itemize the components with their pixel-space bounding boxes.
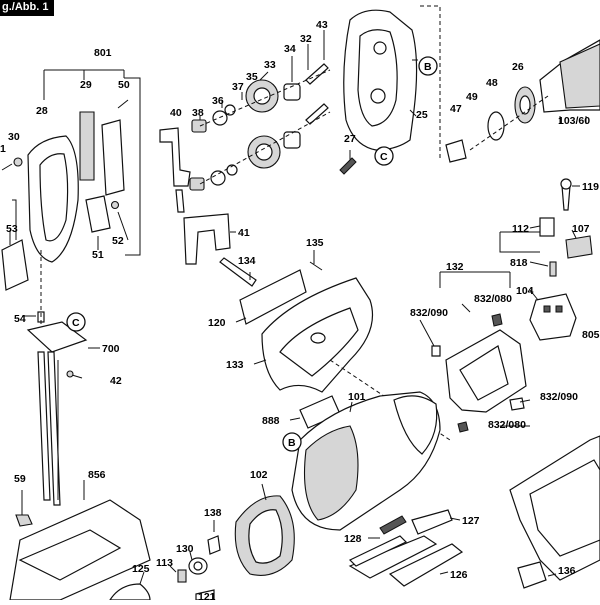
label-128: 128 — [344, 533, 362, 545]
part-number-labels: 801 29 50 28 30 1 53 52 51 54 700 42 59 … — [0, 19, 600, 603]
callout-letter-c-left: C — [72, 317, 80, 329]
label-35: 35 — [246, 71, 258, 83]
label-101: 101 — [348, 391, 366, 403]
label-51: 51 — [92, 249, 104, 261]
label-113: 113 — [156, 557, 173, 569]
gear-housing — [343, 5, 441, 160]
callout-circle-c-top — [374, 146, 394, 166]
label-40: 40 — [170, 107, 182, 119]
label-130: 130 — [176, 543, 194, 555]
callout-letter-b-top: B — [424, 61, 432, 73]
callout-circle-c-left — [66, 312, 86, 332]
label-107: 107 — [572, 223, 590, 235]
label-832-080-upper: 832/080 — [474, 293, 512, 305]
bushing-47 — [445, 139, 467, 163]
leader-lines — [22, 30, 580, 585]
handle-cover — [509, 435, 600, 589]
label-801: 801 — [94, 47, 112, 59]
label-30: 30 — [8, 131, 20, 143]
label-102: 102 — [250, 469, 268, 481]
bracket-53 — [1, 239, 29, 291]
label-127: 127 — [462, 515, 480, 527]
label-28: 28 — [36, 105, 48, 117]
label-29: 29 — [80, 79, 92, 91]
label-104: 104 — [516, 285, 534, 297]
label-43: 43 — [316, 19, 328, 31]
label-121: 121 — [198, 591, 216, 600]
guide-rod — [37, 351, 51, 501]
rail-126 — [348, 535, 438, 579]
label-136: 136 — [558, 565, 576, 577]
label-54: 54 — [14, 313, 26, 325]
switch-104 — [529, 293, 577, 341]
callout-letter-b-center: B — [288, 437, 296, 449]
label-832-090-lower: 832/090 — [540, 391, 578, 403]
motor-field — [108, 391, 464, 601]
label-135: 135 — [306, 237, 324, 249]
label-38: 38 — [192, 107, 204, 119]
label-33: 33 — [264, 59, 276, 71]
label-42: 42 — [110, 375, 122, 387]
switch-group — [431, 178, 593, 433]
label-805: 805 — [582, 329, 600, 341]
motor-housing-cover — [219, 257, 451, 441]
label-134: 134 — [238, 255, 256, 267]
label-47: 47 — [450, 103, 462, 115]
label-888: 888 — [262, 415, 280, 427]
label-126: 126 — [450, 569, 468, 581]
label-52: 52 — [112, 235, 124, 247]
label-36: 36 — [212, 95, 224, 107]
label-1: 1 — [0, 143, 6, 155]
gear-assembly — [159, 63, 357, 265]
label-53: 53 — [6, 223, 18, 235]
callout-circle-b-center — [282, 432, 302, 452]
label-103-60: 103/60 — [558, 115, 590, 127]
callout-markers: B C C B — [66, 56, 438, 452]
label-832-090-upper: 832/090 — [410, 307, 448, 319]
label-49: 49 — [466, 91, 478, 103]
label-34: 34 — [284, 43, 296, 55]
label-125: 125 — [132, 563, 150, 575]
label-119: 119 — [582, 181, 599, 193]
label-818: 818 — [510, 257, 528, 269]
label-37: 37 — [232, 81, 244, 93]
holder-41 — [183, 213, 231, 265]
figure-tag: g./Abb. 1 — [0, 0, 55, 16]
label-832-080-lower: 832/080 — [488, 419, 526, 431]
plate-50 — [101, 119, 125, 196]
label-32: 32 — [300, 33, 312, 45]
label-138: 138 — [204, 507, 222, 519]
label-27: 27 — [344, 133, 356, 145]
label-112: 112 — [512, 223, 529, 235]
left-housing-group — [1, 69, 151, 601]
holder-40 — [159, 127, 191, 187]
label-26: 26 — [512, 61, 524, 73]
label-59: 59 — [14, 473, 26, 485]
label-133: 133 — [226, 359, 244, 371]
label-856: 856 — [88, 469, 106, 481]
label-700: 700 — [102, 343, 120, 355]
clip-52 — [85, 195, 111, 233]
callout-letter-c-top: C — [380, 151, 388, 163]
washer-49 — [487, 111, 505, 141]
label-120: 120 — [208, 317, 226, 329]
label-48: 48 — [486, 77, 498, 89]
label-41: 41 — [238, 227, 250, 239]
label-50: 50 — [118, 79, 130, 91]
label-25: 25 — [416, 109, 428, 121]
callout-circle-b-top — [418, 56, 438, 76]
slider-127 — [411, 509, 453, 535]
plate-29 — [79, 111, 95, 181]
label-132: 132 — [446, 261, 464, 273]
label-120 — [239, 269, 307, 325]
armature-group — [445, 39, 600, 163]
